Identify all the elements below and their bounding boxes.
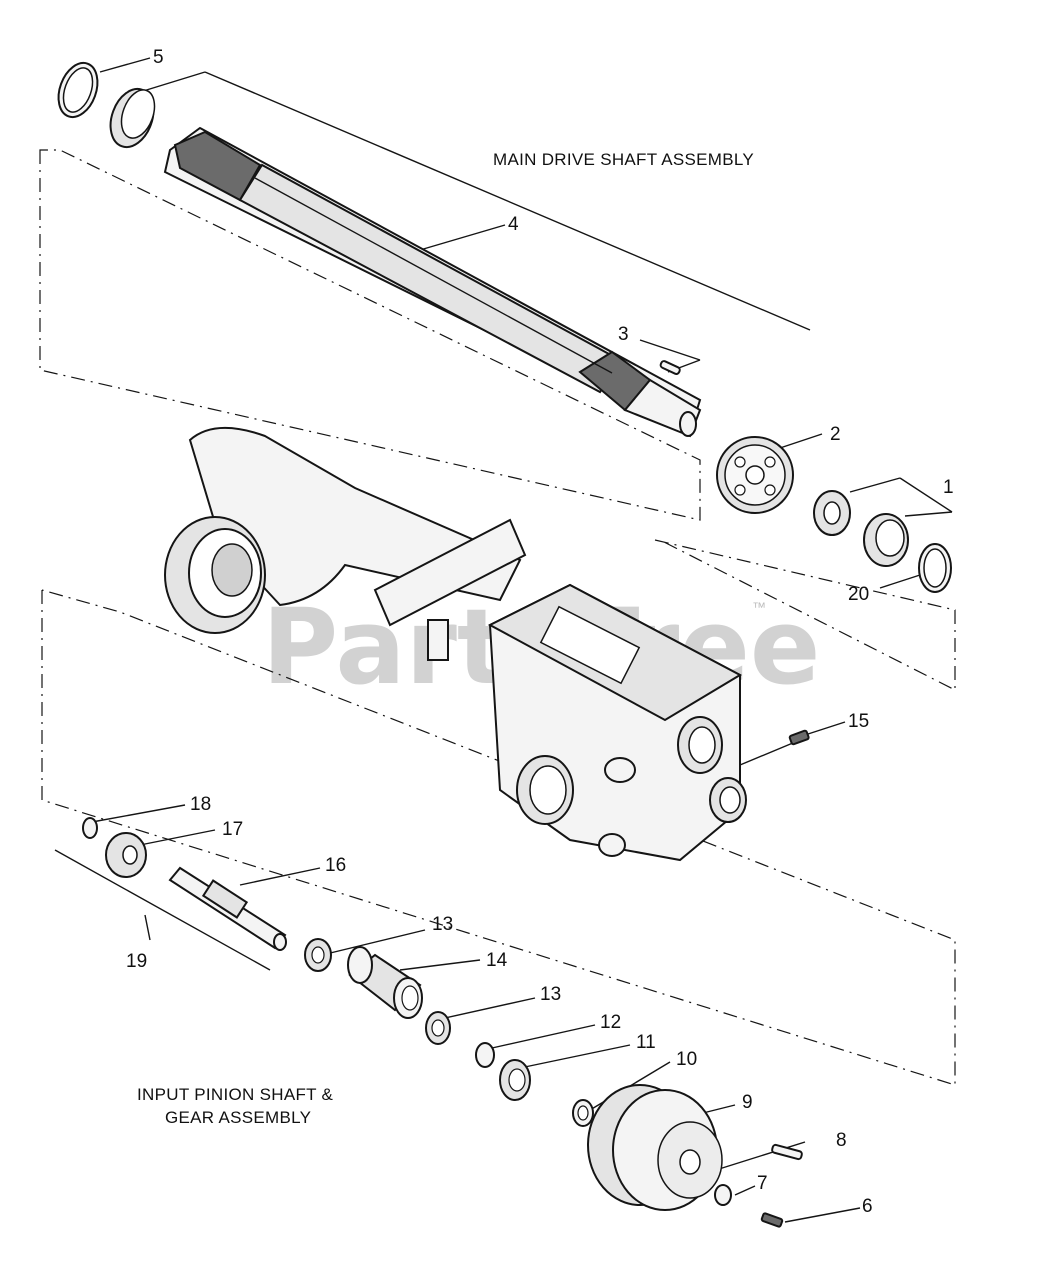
part-5-snap-ring xyxy=(57,61,99,119)
part-17-pinion-gear xyxy=(105,832,147,878)
callout-5: 5 xyxy=(153,47,164,68)
part-6-bolt xyxy=(760,1212,784,1228)
callout-13-upper: 13 xyxy=(432,914,453,935)
callout-4: 4 xyxy=(508,214,519,235)
watermark-trademark: ™ xyxy=(752,599,766,615)
part-15-set-screw xyxy=(788,729,810,746)
callout-7: 7 xyxy=(757,1173,768,1194)
part-13-washer-lower xyxy=(425,1011,451,1045)
part-3-key xyxy=(659,360,681,375)
callout-10: 10 xyxy=(676,1049,697,1070)
callout-1: 1 xyxy=(943,477,954,498)
part-4-main-drive-shaft xyxy=(163,126,702,438)
callout-13-lower: 13 xyxy=(540,984,561,1005)
callout-14: 14 xyxy=(486,950,508,971)
input-pinion-caption-line1: INPUT PINION SHAFT & xyxy=(137,1085,334,1104)
part-16-input-shaft xyxy=(168,866,287,951)
main-drive-group-outline xyxy=(39,149,956,691)
callout-6: 6 xyxy=(862,1196,873,1217)
callout-2: 2 xyxy=(830,424,841,445)
callout-15: 15 xyxy=(848,711,869,732)
part-9-pulley xyxy=(587,1084,723,1211)
callout-19: 19 xyxy=(126,951,147,972)
callout-18: 18 xyxy=(190,794,211,815)
callout-20: 20 xyxy=(848,584,869,605)
input-pinion-group-outline xyxy=(41,589,956,1086)
part-1-bearing xyxy=(813,490,909,567)
callout-3: 3 xyxy=(618,324,629,345)
part-12-snap-ring xyxy=(475,1042,495,1068)
part-7-washer xyxy=(714,1184,732,1206)
part-14-bushing xyxy=(347,946,423,1019)
callout-9: 9 xyxy=(742,1092,753,1113)
callout-8: 8 xyxy=(836,1130,847,1151)
axle-housing xyxy=(164,427,527,661)
part-11-bearing xyxy=(499,1059,531,1101)
input-pinion-caption-line2: GEAR ASSEMBLY xyxy=(165,1108,311,1127)
main-drive-shaft-caption: MAIN DRIVE SHAFT ASSEMBLY xyxy=(493,150,754,169)
part-5-bearing-race xyxy=(109,87,156,149)
callout-16: 16 xyxy=(325,855,346,876)
part-10-washer xyxy=(572,1099,594,1127)
part-18-clip xyxy=(82,817,98,839)
part-8-key xyxy=(771,1143,803,1161)
leader-lines xyxy=(54,57,953,1223)
gear-case xyxy=(487,583,747,862)
part-20-snap-ring xyxy=(918,543,952,593)
callout-17: 17 xyxy=(222,819,243,840)
callout-11: 11 xyxy=(636,1032,656,1053)
part-13-washer-upper xyxy=(304,938,332,972)
callout-12: 12 xyxy=(600,1012,621,1033)
part-2-gear xyxy=(716,436,794,514)
